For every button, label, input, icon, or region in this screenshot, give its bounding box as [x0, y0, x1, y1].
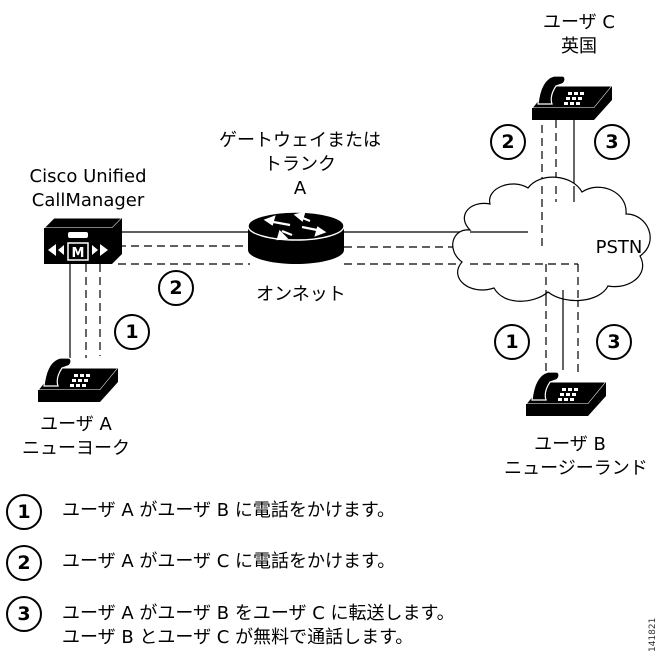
user-b-name-label: ユーザ B	[534, 434, 606, 455]
gateway-label-line2: トランク	[264, 154, 336, 175]
marker-2-onnet: 2	[158, 270, 194, 306]
legend-marker-3: 3	[6, 596, 42, 632]
marker-1-phone-a: 1	[114, 314, 150, 350]
user-c-location-label: 英国	[561, 36, 597, 57]
marker-1-phone-b: 1	[494, 324, 530, 360]
legend-marker-2: 2	[6, 545, 42, 581]
user-c-name-label: ユーザ C	[543, 12, 615, 33]
phone-c-icon	[530, 75, 614, 120]
solid-links	[69, 118, 575, 370]
marker-3-phone-c: 3	[594, 124, 630, 160]
cucm-label-line1: Cisco Unified	[29, 166, 147, 187]
onnet-label: オンネット	[256, 284, 346, 305]
phone-b-icon	[524, 371, 608, 416]
user-a-location-label: ニューヨーク	[22, 438, 130, 459]
legend-text-2: ユーザ A がユーザ C に電話をかけます。	[62, 551, 396, 572]
user-a-name-label: ユーザ A	[40, 414, 112, 435]
cucm-label-line2: CallManager	[31, 190, 145, 211]
svg-text:M: M	[72, 246, 85, 261]
pstn-cloud	[452, 176, 651, 302]
figure-id: 141821	[648, 617, 658, 652]
pstn-label: PSTN	[595, 237, 643, 258]
gateway-label-line1: ゲートウェイまたは	[219, 130, 381, 151]
router-icon	[247, 211, 345, 264]
marker-2-phone-c: 2	[490, 124, 526, 160]
callmanager-icon: M	[42, 217, 124, 264]
legend-text-1: ユーザ A がユーザ B に電話をかけます。	[62, 500, 396, 521]
legend-text-3-line2: ユーザ B とユーザ C が無料で通話します。	[62, 627, 414, 648]
legend-text-3-line1: ユーザ A がユーザ B をユーザ C に転送します。	[62, 603, 455, 624]
phone-a-icon	[36, 357, 120, 402]
gateway-label-line3: A	[293, 178, 307, 199]
user-b-location-label: ニュージーランド	[504, 458, 648, 479]
marker-3-phone-b: 3	[596, 324, 632, 360]
legend-marker-1: 1	[6, 494, 42, 530]
